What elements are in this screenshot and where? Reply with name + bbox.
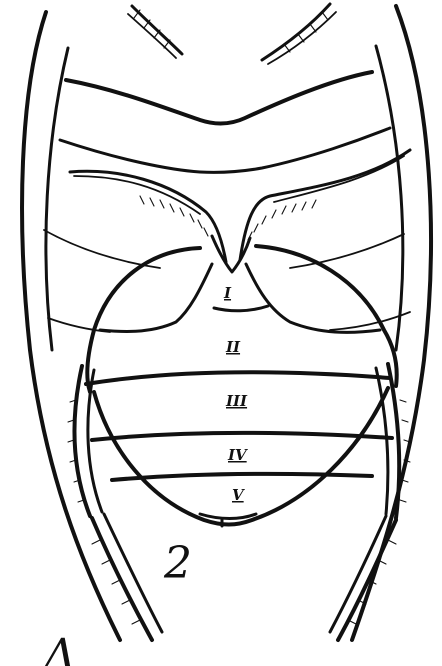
coxal-plates [87, 246, 396, 392]
figure-number: 2 [163, 538, 192, 589]
upper-appendages [128, 4, 336, 64]
segment-label-iii: III [225, 392, 248, 410]
partial-figure-glyph: Λ [40, 630, 76, 666]
segment-label-v: V [232, 486, 245, 504]
body-outline [22, 6, 431, 640]
segment-label-i: I [223, 284, 232, 302]
metasternum [70, 150, 410, 272]
segment-labels: I II III IV V [223, 284, 248, 504]
segment-label-ii: II [225, 338, 241, 356]
segment-label-iv: IV [227, 446, 248, 464]
